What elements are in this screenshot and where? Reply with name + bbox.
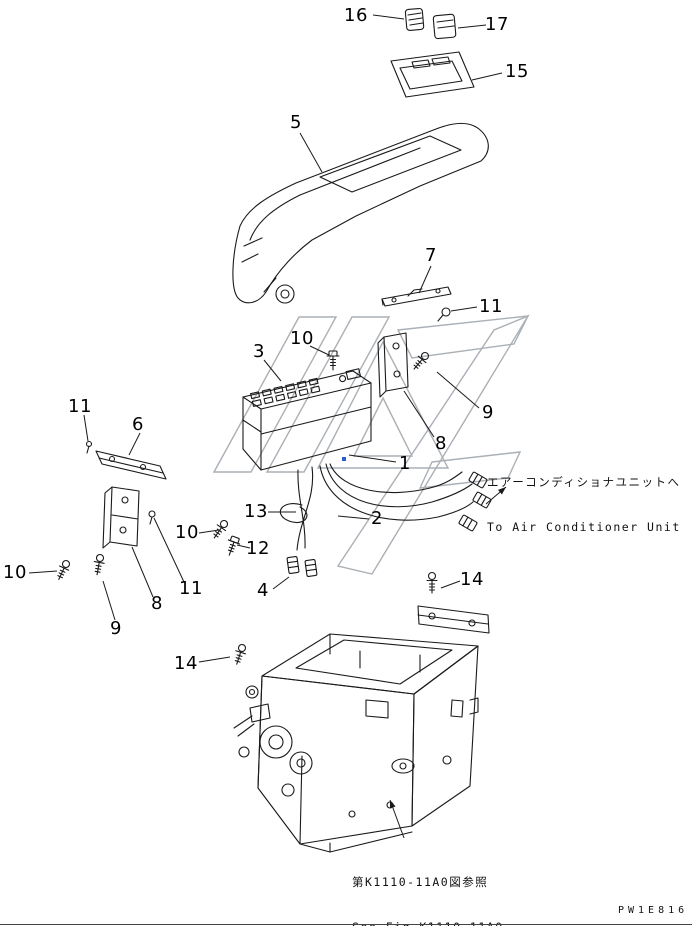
ac-arrow — [485, 486, 507, 505]
part-12-screw — [223, 534, 242, 558]
callout-5: 5 — [290, 112, 302, 133]
part-9-left-bolt — [91, 553, 107, 577]
callout-2: 2 — [371, 508, 383, 529]
reference-figure-note-jp: 第K1110-11A0図参照 — [352, 874, 489, 889]
part-10-far-left-bolt — [53, 558, 73, 583]
air-conditioner-note-jp: エアーコンディショナユニットへ — [487, 474, 681, 489]
callout-14b: 14 — [174, 653, 198, 674]
callout-1: 1 — [399, 453, 411, 474]
part-11-right — [437, 307, 451, 322]
callout-9a: 9 — [482, 402, 494, 423]
callout-7: 7 — [425, 245, 437, 266]
page-border-bottom — [0, 924, 692, 925]
callout-16: 16 — [344, 5, 368, 26]
callout-12: 12 — [246, 538, 270, 559]
callout-8b: 8 — [151, 593, 163, 614]
callout-13: 13 — [244, 501, 268, 522]
base-frame — [233, 605, 490, 853]
part-7-bracket — [381, 286, 452, 307]
part-6-bracket — [95, 450, 167, 525]
part-13-wire-loop — [279, 503, 308, 523]
part-11-left — [85, 440, 93, 454]
part-14-right-bolt — [426, 571, 438, 594]
drawing-code: PW1E816 — [618, 905, 689, 916]
callout-6: 6 — [132, 414, 144, 435]
reference-figure-note-en: See Fig.K1110-11A0 — [352, 920, 504, 926]
reference-figure-note: 第K1110-11A0図参照 See Fig.K1110-11A0 — [352, 845, 504, 926]
part-4-connectors — [286, 555, 318, 578]
part-9-right-bolt — [409, 349, 432, 373]
part-14-left-bolt — [231, 642, 249, 667]
part-17 — [432, 13, 457, 40]
ref-fig-arrow — [389, 799, 405, 839]
callout-14a: 14 — [460, 569, 484, 590]
part-2-wiring-harness — [279, 463, 474, 551]
part-10-mid-bolt — [209, 517, 231, 542]
callout-4: 4 — [257, 580, 269, 601]
part-3-control-panel — [242, 368, 372, 410]
callout-9b: 9 — [110, 618, 122, 639]
callout-15: 15 — [505, 61, 529, 82]
air-conditioner-note-en: To Air Conditioner Unit — [487, 519, 681, 534]
callout-11c: 11 — [179, 578, 203, 599]
part-8-right-bracket — [377, 332, 409, 398]
callout-17: 17 — [485, 14, 509, 35]
air-conditioner-note: エアーコンディショナユニットへ To Air Conditioner Unit — [487, 445, 681, 565]
part-1-panel-body — [242, 382, 372, 471]
callout-11b: 11 — [68, 396, 92, 417]
callout-8a: 8 — [435, 433, 447, 454]
callout-3: 3 — [253, 341, 265, 362]
callout-10a: 10 — [290, 328, 314, 349]
watermark-logo — [212, 314, 530, 575]
blue-mark — [342, 457, 346, 461]
callout-11a: 11 — [479, 296, 503, 317]
part-15-plate — [390, 51, 475, 98]
part-8-left-bracket — [102, 486, 140, 549]
leader-lines — [28, 14, 507, 839]
part-5-console-cover — [232, 122, 489, 304]
part-16 — [404, 7, 425, 31]
callout-10b: 10 — [175, 522, 199, 543]
callout-10c: 10 — [3, 562, 27, 583]
